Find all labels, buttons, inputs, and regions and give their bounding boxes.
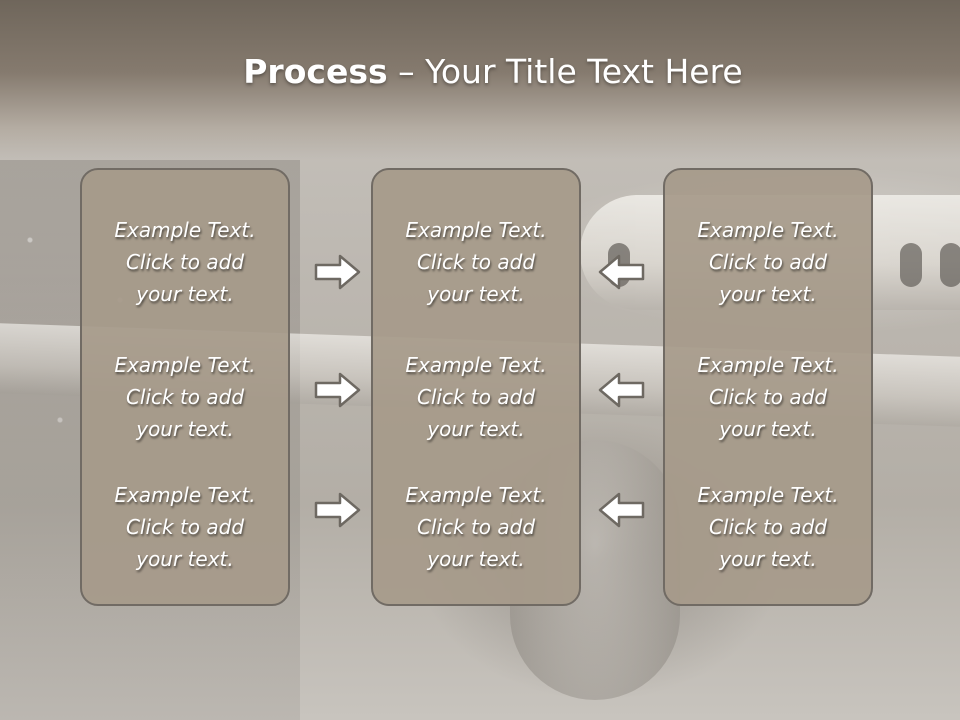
slide-title[interactable]: Process – Your Title Text Here (0, 52, 960, 91)
text-line: Click to add (416, 250, 536, 274)
text-line: your text. (719, 282, 817, 306)
text-line: Example Text. (114, 218, 256, 242)
process-panel-2[interactable]: Example Text. Click to add your text. Ex… (371, 168, 581, 606)
text-line: Example Text. (697, 483, 839, 507)
text-line: your text. (427, 282, 525, 306)
text-line: Example Text. (697, 353, 839, 377)
panel-text-block[interactable]: Example Text. Click to add your text. (82, 214, 288, 310)
arrow-left-icon (598, 372, 645, 408)
text-line: Click to add (416, 385, 536, 409)
text-line: Example Text. (405, 218, 547, 242)
process-panel-3[interactable]: Example Text. Click to add your text. Ex… (663, 168, 873, 606)
text-line: Example Text. (697, 218, 839, 242)
text-line: your text. (136, 282, 234, 306)
arrow-left-icon (598, 254, 645, 290)
panel-text-block[interactable]: Example Text. Click to add your text. (665, 349, 871, 445)
title-rest: – Your Title Text Here (387, 52, 743, 91)
text-line: Click to add (708, 515, 828, 539)
arrow-right-icon (314, 492, 361, 528)
text-line: Example Text. (114, 483, 256, 507)
text-line: Example Text. (405, 353, 547, 377)
text-line: your text. (427, 417, 525, 441)
text-line: Click to add (125, 250, 245, 274)
text-line: Click to add (125, 515, 245, 539)
text-line: your text. (136, 547, 234, 571)
text-line: Click to add (708, 250, 828, 274)
process-panel-1[interactable]: Example Text. Click to add your text. Ex… (80, 168, 290, 606)
text-line: your text. (719, 547, 817, 571)
panel-text-block[interactable]: Example Text. Click to add your text. (82, 349, 288, 445)
panel-text-block[interactable]: Example Text. Click to add your text. (665, 479, 871, 575)
text-line: Click to add (125, 385, 245, 409)
text-line: Example Text. (405, 483, 547, 507)
title-bar (0, 0, 960, 160)
title-bold: Process (243, 52, 388, 91)
airplane-window (900, 243, 922, 287)
arrow-right-icon (314, 254, 361, 290)
text-line: Click to add (708, 385, 828, 409)
panel-text-block[interactable]: Example Text. Click to add your text. (373, 349, 579, 445)
arrow-right-icon (314, 372, 361, 408)
text-line: your text. (427, 547, 525, 571)
panel-text-block[interactable]: Example Text. Click to add your text. (665, 214, 871, 310)
panel-text-block[interactable]: Example Text. Click to add your text. (82, 479, 288, 575)
arrow-left-icon (598, 492, 645, 528)
panel-text-block[interactable]: Example Text. Click to add your text. (373, 479, 579, 575)
text-line: Click to add (416, 515, 536, 539)
airplane-window (940, 243, 960, 287)
text-line: your text. (719, 417, 817, 441)
text-line: Example Text. (114, 353, 256, 377)
text-line: your text. (136, 417, 234, 441)
panel-text-block[interactable]: Example Text. Click to add your text. (373, 214, 579, 310)
